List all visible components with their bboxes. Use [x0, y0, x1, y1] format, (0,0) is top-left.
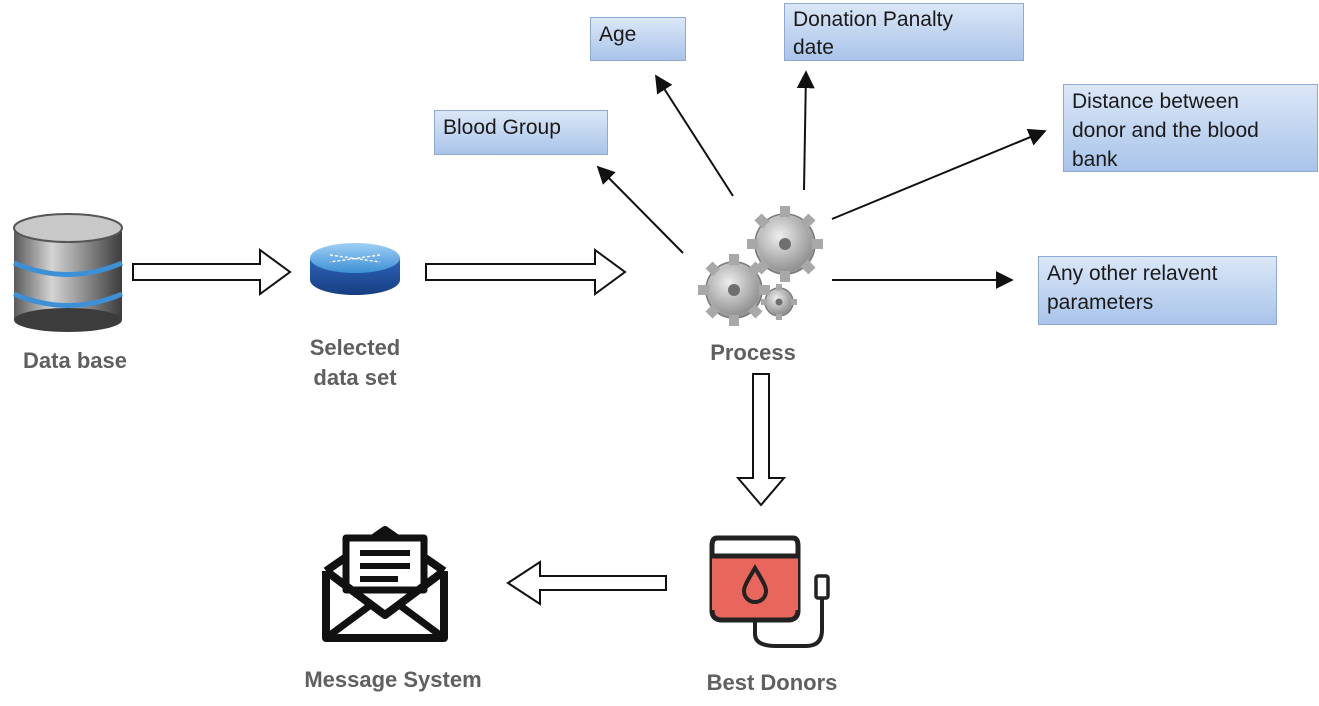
database-icon: [13, 213, 123, 332]
param-donation-penalty-date: Donation Panalty date: [784, 3, 1024, 61]
arrow-dataset-to-process: [425, 248, 627, 296]
arrow-to-blood-group: [596, 165, 684, 254]
best-donors-label: Best Donors: [706, 670, 838, 695]
param-other: Any other relavent parameters: [1038, 256, 1277, 325]
arrow-process-to-donors: [735, 373, 787, 507]
envelope-icon: [322, 526, 448, 642]
dataset-disk-icon: [310, 243, 400, 295]
message-system-label: Message System: [304, 667, 482, 692]
arrow-donors-to-message: [506, 560, 667, 606]
blood-bag-icon: [709, 535, 830, 648]
arrow-to-distance: [831, 128, 1047, 220]
param-blood-group: Blood Group: [434, 110, 608, 155]
database-label: Data base: [23, 348, 127, 373]
gears-icon: [698, 206, 823, 326]
process-label: Process: [710, 340, 796, 365]
param-age: Age: [590, 17, 686, 61]
arrow-to-penalty-date: [796, 70, 815, 191]
param-distance: Distance between donor and the blood ban…: [1063, 84, 1318, 172]
arrow-db-to-dataset: [132, 248, 292, 296]
arrow-to-age: [655, 74, 734, 197]
selected-data-set-label: Selected data set: [309, 335, 401, 390]
